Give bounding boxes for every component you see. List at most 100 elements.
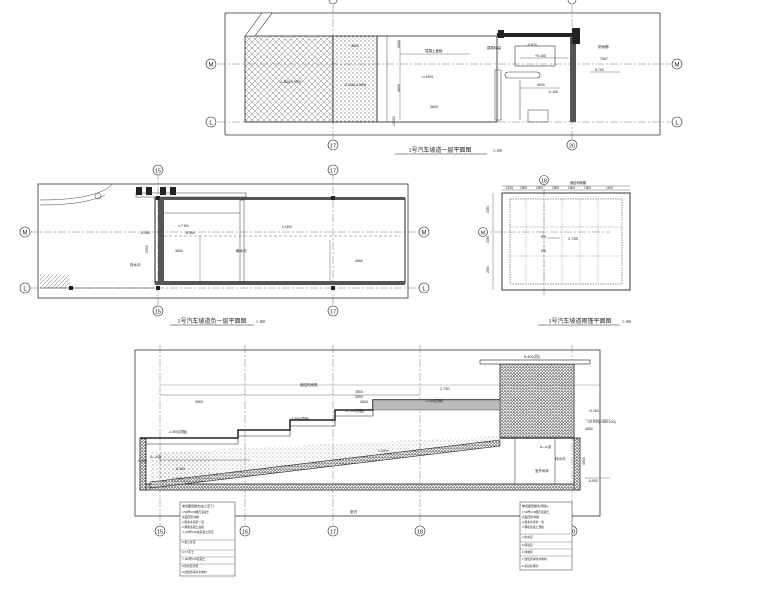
legend-line: 3.钢筋混凝土顶板: [522, 525, 544, 529]
elevation-label: -5.350: [137, 459, 147, 463]
legend-box-right: [519, 501, 573, 571]
elevation-label: -0.670: [527, 43, 537, 47]
plan-2-basement: M M L L 15 17 15 17 i=7.5% -5.350 -5.350…: [19, 164, 430, 326]
annotation: 截水沟: [236, 248, 247, 253]
axis-label: L: [23, 287, 27, 293]
dimension-label: 4650: [355, 259, 363, 263]
axis-label: 15: [157, 530, 163, 536]
axis-label: M: [675, 63, 680, 69]
dimension-label: 3600: [360, 400, 368, 404]
section-drawing: 15 16 17 18 20 5.400(顶) 2.750 1.150(顶板) …: [134, 345, 616, 577]
legend-line: 6.找坡层: [522, 550, 533, 554]
dimension-label: 3500: [355, 390, 363, 394]
annotation: 钢结构雨棚: [570, 180, 586, 185]
legend-title: 坡道面层做法(雨篷):: [522, 503, 549, 508]
legend-line: 2.刷素水泥浆一道: [522, 520, 544, 524]
dimension-label: 2400: [397, 40, 401, 48]
legend-line: 7.改性沥青防水卷材: [522, 557, 547, 561]
axis-label: 17: [330, 169, 336, 175]
legend-line: 4.100厚C15素混凝土垫层: [182, 530, 214, 534]
axis-label: L: [209, 121, 213, 127]
elevation-label: -0.700(顶板): [345, 408, 364, 413]
elevation-label: -0.100: [548, 90, 558, 94]
elevation-label: -5.350: [185, 231, 195, 235]
legend-line: 表面压防滑槽: [522, 515, 539, 519]
elevation-label: -5.350: [175, 467, 185, 471]
elevation-label: -5.500: [588, 479, 598, 483]
legend-line: 3.钢筋混凝土底板: [182, 525, 204, 529]
dimension-label: 3600: [195, 400, 203, 404]
dimension-label: 1500: [568, 186, 575, 190]
slope-label: i=7.5%: [172, 477, 183, 481]
drawing-scale: 1:100: [622, 319, 631, 324]
annotation: 建筑标高: [487, 45, 501, 50]
axis-label: M: [422, 231, 427, 237]
legend-line: 表面压防滑槽: [182, 515, 199, 519]
slope-label: i=15%: [282, 225, 292, 229]
drawing-scale: 1:100: [493, 148, 502, 153]
dimension-label: 4800: [397, 84, 401, 92]
elevation-label: +0.150: [588, 409, 599, 413]
legend-title: 坡道面层做法(由上至下):: [182, 503, 215, 508]
dimension-label: 4600: [582, 457, 586, 465]
annotation: 钢结构雨篷: [300, 382, 318, 387]
dimension-label: 3600: [430, 105, 438, 109]
axis-label: 15: [155, 310, 161, 316]
elevation-label: -1.450(顶板): [168, 429, 187, 434]
dimension-label: 2050: [486, 206, 490, 213]
dimension-label: 2050: [486, 236, 490, 243]
axis-label: 18: [417, 530, 423, 536]
dimension-label: 10000: [392, 116, 396, 126]
annotation: 排水沟: [555, 456, 566, 461]
elevation-label: 2.750: [568, 236, 579, 241]
dimension-label: 2800: [355, 395, 363, 399]
annotation: 防雨棚: [598, 44, 609, 49]
legend-line: 8.基层处理剂: [522, 564, 539, 568]
annotation: 室外地坪: [535, 468, 549, 473]
dimension-label: 3600: [175, 249, 183, 253]
dimension-label: 1500: [536, 186, 543, 190]
axis-label: L: [422, 287, 426, 293]
slope-label: 5%: [541, 235, 546, 239]
axis-label: 18: [541, 179, 547, 185]
axis-label: 16: [242, 530, 248, 536]
elevation-label: -2.450(-2.950): [279, 80, 301, 84]
dimension-label: 4800: [351, 44, 359, 48]
slope-label: i=15%: [378, 449, 389, 453]
legend-line: 1.50厚C30细石混凝土,: [182, 510, 210, 514]
drawing-title: 1号汽车坡道一层平面图: [408, 146, 471, 154]
section-tag: A—A 剖: [540, 444, 551, 449]
annotation: 室内: [350, 509, 358, 514]
elevation-label: 1.150(顶板): [425, 398, 443, 403]
elevation-label: +0.150: [535, 54, 546, 58]
axis-label: 20: [569, 144, 575, 150]
axis-label: 17: [330, 530, 336, 536]
drawing-scale: 1:100: [256, 319, 265, 324]
axis-label: 17: [330, 144, 336, 150]
annotation: 混凝土盖板: [425, 48, 443, 53]
axis-label: L: [675, 121, 679, 127]
axis-bubble-M-left: [205, 58, 217, 70]
legend-line: 2.刷素水泥浆一道: [182, 520, 204, 524]
dimension-label: 4650: [585, 427, 593, 431]
legend-line: 7.150厚C15混凝土: [182, 557, 206, 561]
legend-line: 1.50厚C30细石混凝土,: [522, 510, 550, 514]
elevation-label: -0.150(-3.650): [344, 83, 366, 87]
legend-line: 8.防水层详见: [182, 564, 199, 568]
legend-line: 5.保温层: [522, 543, 533, 547]
section-tag: A—A 剖: [150, 454, 161, 459]
elevation-label: -0.850(顶板): [290, 416, 309, 421]
plan-3-canopy: 1125 1500 1500 1500 1500 1500 1100 2050 …: [478, 175, 631, 326]
drawing-title: 1号汽车坡道雨篷平面图: [548, 317, 611, 325]
slope-label: i=7.5%: [178, 224, 189, 228]
dimension-label: 1500: [552, 186, 559, 190]
dimension-label: 1125: [506, 186, 513, 190]
axis-label: 15: [155, 169, 161, 175]
elevation-label: -5.350: [140, 231, 150, 235]
dimension-label: 2900: [145, 245, 149, 253]
plan-1-ground-floor: M M L L 17 20 -2.450(-2.950) -0.150(-3.6…: [205, 0, 683, 155]
legend-line: 6.3:7灰土: [182, 550, 194, 554]
legend-line: 5.素土夯实: [182, 540, 196, 544]
dimension-label: 5.700: [595, 68, 604, 72]
